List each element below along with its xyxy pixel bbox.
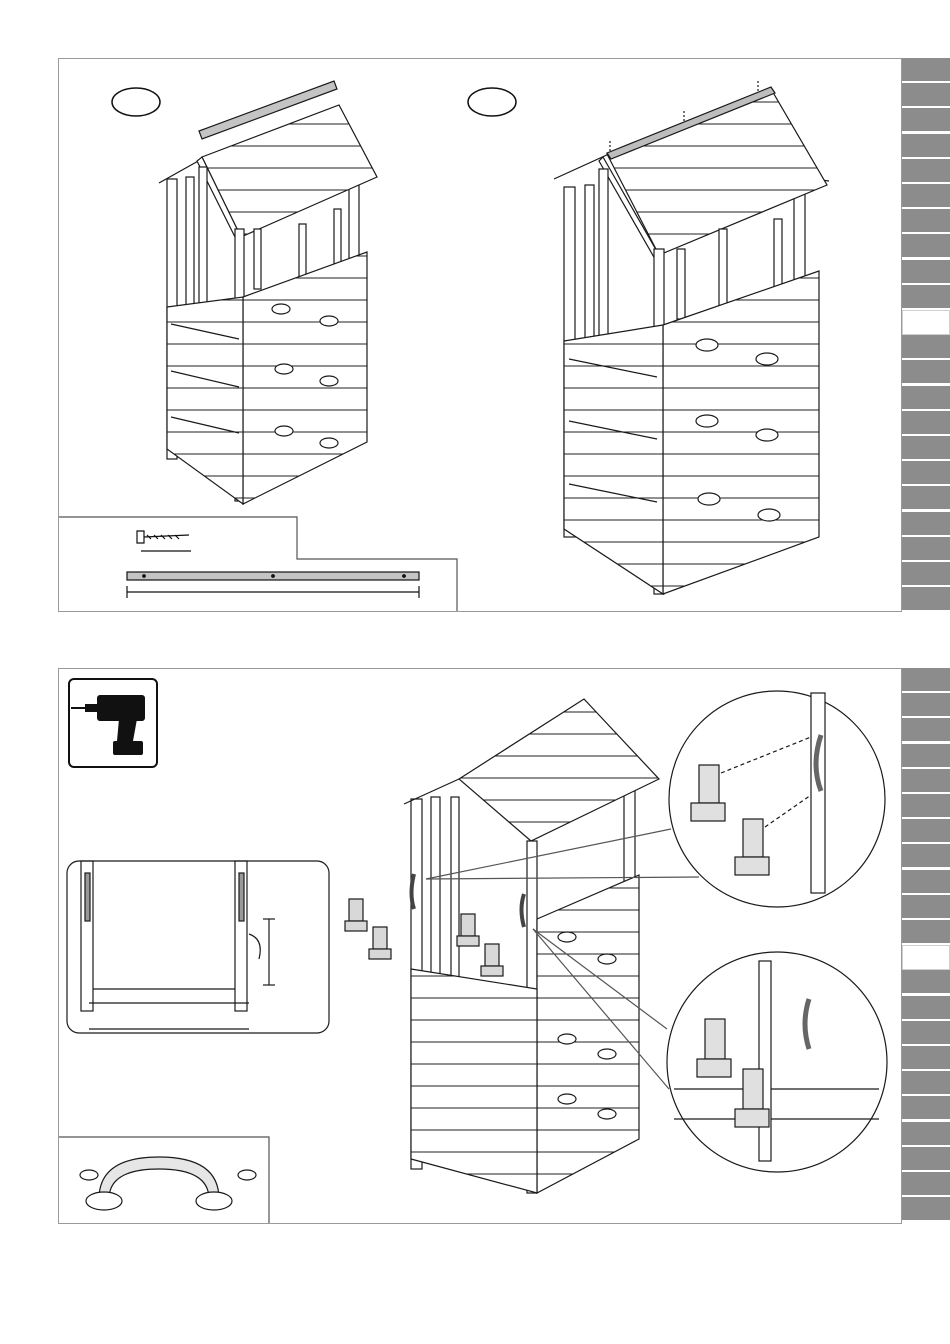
grab-handle-icon: [59, 1137, 269, 1223]
handle-position-detail: [67, 861, 329, 1033]
chapter-tab: [902, 537, 950, 560]
chapter-tab: [902, 844, 950, 867]
instruction-panel-bottom: [58, 668, 902, 1224]
chapter-tab: [902, 360, 950, 383]
chapter-tab: [902, 1021, 950, 1044]
screw-icon: [137, 531, 191, 551]
tower-illustration-left: [159, 81, 377, 504]
drill-small-4: [481, 944, 503, 976]
cordless-drill-icon: [69, 679, 157, 767]
chapter-tab: [902, 562, 950, 585]
chapter-tab: [902, 668, 950, 691]
drill-small-3: [457, 914, 479, 946]
chapter-tab: [902, 134, 950, 157]
chapter-tab: [902, 1172, 950, 1195]
bottom-panel-drawing: [59, 669, 901, 1223]
zoom-detail-lower: [667, 952, 887, 1172]
chapter-tab: [902, 184, 950, 207]
chapter-tab: [902, 512, 950, 535]
chapter-tab: [902, 58, 950, 81]
instruction-panel-top: [58, 58, 902, 612]
chapter-tab: [902, 895, 950, 918]
chapter-tab: [902, 461, 950, 484]
chapter-tab: [902, 1122, 950, 1145]
chapter-tab: [902, 436, 950, 459]
chapter-tab: [902, 996, 950, 1019]
chapter-tab: [902, 945, 950, 970]
chapter-tab: [902, 159, 950, 182]
chapter-tab: [902, 1096, 950, 1119]
step-circle-a: [112, 88, 160, 116]
drill-small-2: [369, 927, 391, 959]
chapter-tab: [902, 920, 950, 943]
chapter-tab: [902, 310, 950, 335]
chapter-tab: [902, 486, 950, 509]
chapter-tab: [902, 1046, 950, 1069]
chapter-tab: [902, 718, 950, 741]
chapter-tab: [902, 819, 950, 842]
chapter-tab-sidebar-top: [902, 58, 950, 612]
chapter-tab: [902, 209, 950, 232]
top-panel-drawing: [59, 59, 901, 611]
chapter-tab: [902, 587, 950, 610]
chapter-tab: [902, 260, 950, 283]
chapter-tab: [902, 870, 950, 893]
chapter-tab: [902, 1197, 950, 1220]
chapter-tab-sidebar-bottom: [902, 668, 950, 1224]
zoom-detail-upper: [669, 691, 885, 907]
chapter-tab: [902, 386, 950, 409]
chapter-tab: [902, 1147, 950, 1170]
chapter-tab: [902, 108, 950, 131]
chapter-tab: [902, 411, 950, 434]
step-circle-b: [468, 88, 516, 116]
drill-small-1: [345, 899, 367, 931]
chapter-tab: [902, 693, 950, 716]
chapter-tab: [902, 794, 950, 817]
tower-with-handles: [345, 699, 699, 1193]
chapter-tab: [902, 769, 950, 792]
chapter-tab: [902, 234, 950, 257]
chapter-tab: [902, 335, 950, 358]
chapter-tab: [902, 1071, 950, 1094]
ridge-board: [127, 572, 419, 598]
chapter-tab: [902, 970, 950, 993]
parts-legend: [59, 517, 457, 611]
tower-illustration-right: [554, 81, 829, 594]
chapter-tab: [902, 744, 950, 767]
chapter-tab: [902, 83, 950, 106]
chapter-tab: [902, 285, 950, 308]
